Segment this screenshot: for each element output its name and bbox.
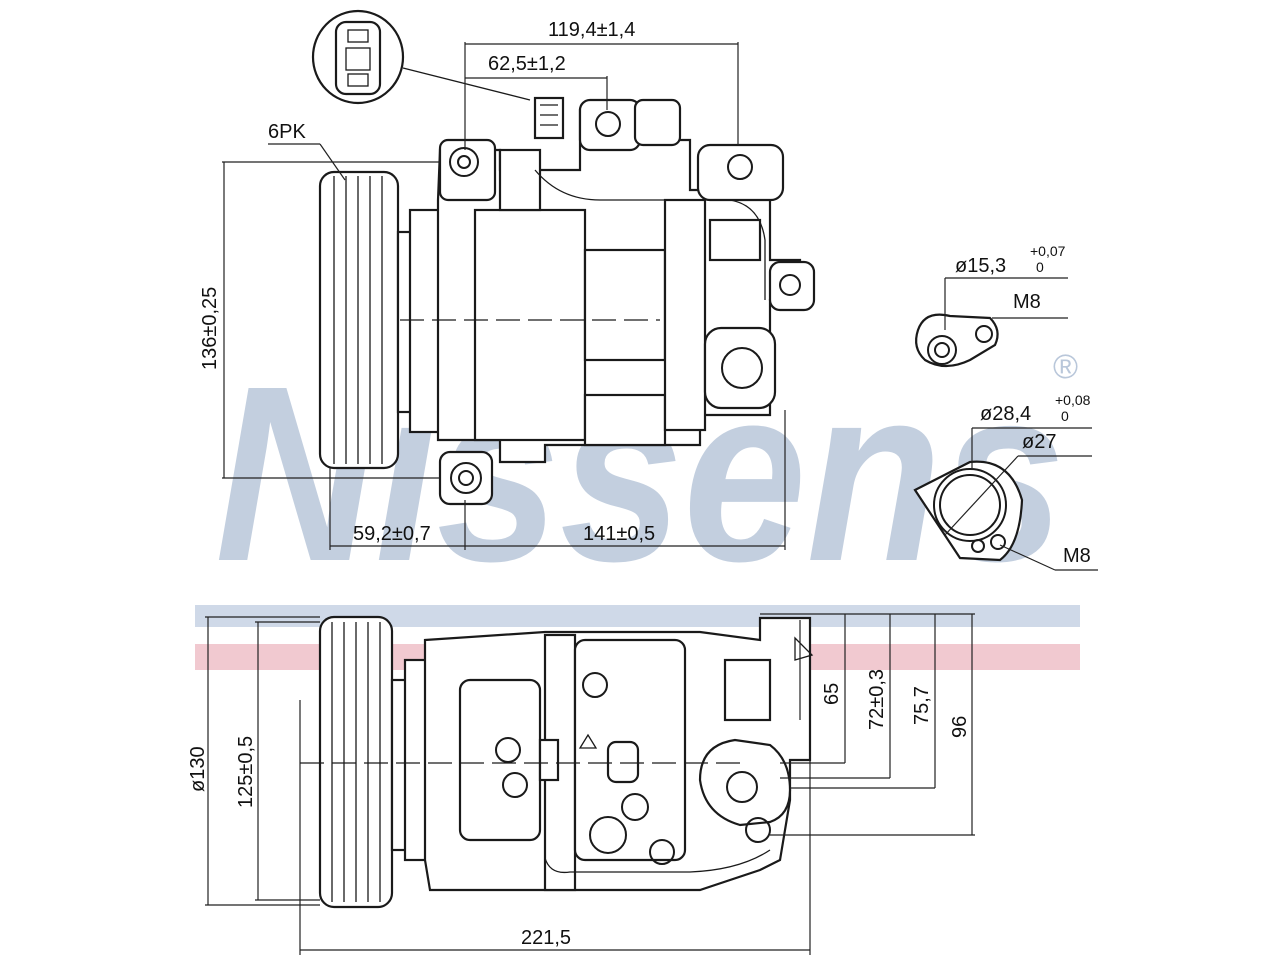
dim-body-length: 141±0,5: [583, 523, 655, 545]
port-large-thread: M8: [1063, 545, 1091, 567]
compressor-body-side: [300, 616, 814, 892]
port-large: ø28,4 +0,08 0 ø27 M8: [913, 392, 1098, 571]
port-small-tol-low: 0: [1036, 259, 1044, 275]
pulley-side: [318, 615, 437, 909]
port-small-diameter: ø15,3: [955, 255, 1006, 277]
port-large-inner: ø27: [1022, 431, 1056, 453]
dim-pulley-dia2: 125±0,5: [235, 736, 257, 808]
top-dimensions: 119,4±1,4 62,5±1,2 6PK 136±0,25 59,2±0,7…: [199, 19, 786, 550]
dim-connector-offset: 62,5±1,2: [488, 53, 566, 75]
port-large-tol-low: 0: [1061, 408, 1069, 424]
port-small: ø15,3 +0,07 0 M8: [915, 243, 1068, 368]
dim-total-length: 221,5: [521, 927, 571, 949]
dim-side-72: 72±0,3: [866, 669, 888, 730]
compressor-body-top: [400, 96, 816, 506]
dim-top-width: 119,4±1,4: [548, 19, 635, 41]
port-small-tol-up: +0,07: [1030, 243, 1066, 259]
registered-mark: ®: [1053, 348, 1078, 386]
dim-belt-label: 6PK: [268, 121, 306, 143]
dim-pulley-offset: 59,2±0,7: [353, 523, 431, 545]
dim-side-96: 96: [949, 716, 971, 738]
dim-side-65: 65: [821, 683, 843, 705]
dim-pulley-dia: ø130: [187, 746, 209, 792]
pulley-front: [318, 170, 442, 470]
port-small-thread: M8: [1013, 291, 1041, 313]
dim-height-136: 136±0,25: [199, 287, 221, 370]
dim-side-757: 75,7: [911, 686, 933, 725]
port-large-tol-up: +0,08: [1055, 392, 1091, 408]
brand-band-blue: [195, 605, 1080, 627]
port-large-diameter: ø28,4: [980, 403, 1031, 425]
connector-detail: [311, 9, 531, 105]
side-dimensions: ø130 125±0,5 221,5 65 72±0,3 75,7 96: [187, 613, 975, 955]
